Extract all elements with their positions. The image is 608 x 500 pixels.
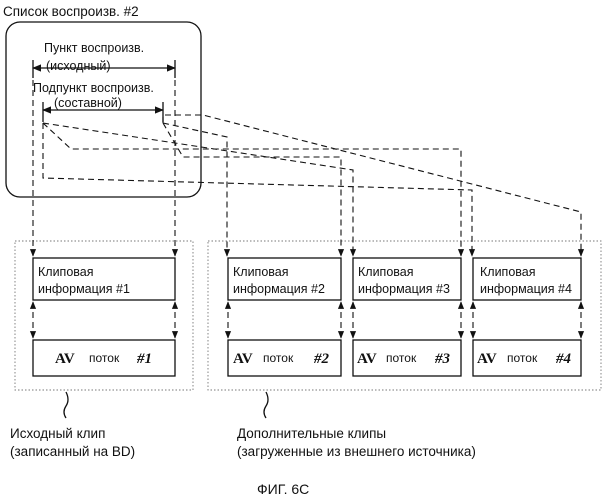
figure-caption: ФИГ. 6С <box>257 481 309 497</box>
clip-info-2-line1: Клиповая <box>233 265 289 279</box>
clip-info-1-line2: информация #1 <box>38 282 130 296</box>
source-clip-group <box>15 241 193 390</box>
av-stream-2-word: поток <box>263 351 294 365</box>
av-stream-3-word: поток <box>386 351 417 365</box>
av-stream-4-label: AV <box>477 351 497 367</box>
source-clip-caption-1: Исходный клип <box>10 426 105 441</box>
playitem-label-1: Пункт воспроизв. <box>44 41 144 55</box>
clip-info-2-line2: информация #2 <box>233 282 325 296</box>
clip-info-4-line1: Клиповая <box>480 265 536 279</box>
additional-clips-leader <box>264 392 268 418</box>
av-stream-3-label: AV <box>357 351 377 367</box>
av-stream-1-num: #1 <box>136 351 152 367</box>
av-stream-2-num: #2 <box>313 351 330 367</box>
clip-info-1-line1: Клиповая <box>38 265 94 279</box>
clip-info-3-line1: Клиповая <box>358 265 414 279</box>
playitem-label-2: (исходный) <box>46 59 111 73</box>
source-clip-leader <box>64 392 68 418</box>
av-stream-3-num: #3 <box>434 351 451 367</box>
clip-3: Клиповая информация #3 AV поток #3 <box>353 258 461 376</box>
clip-2: Клиповая информация #2 AV поток #2 <box>228 258 341 376</box>
additional-clips-caption-2: (загруженные из внешнего источника) <box>237 444 476 459</box>
source-clip-caption-2: (записанный на BD) <box>10 444 135 459</box>
clip-1: Клиповая информация #1 AV поток #1 <box>33 258 175 376</box>
av-stream-1-label: AV <box>55 351 75 367</box>
clip-info-4-line2: информация #4 <box>480 282 572 296</box>
av-stream-4-word: поток <box>507 351 538 365</box>
additional-clips-group <box>208 241 601 390</box>
clip-info-3-line2: информация #3 <box>358 282 450 296</box>
additional-clips-caption-1: Дополнительные клипы <box>237 426 386 441</box>
playlist-title: Список воспроизв. #2 <box>3 4 139 19</box>
subplayitem-label-1: Подпункт воспроизв. <box>33 81 154 95</box>
clip-4: Клиповая информация #4 AV поток #4 <box>473 258 581 376</box>
av-stream-2-label: AV <box>233 351 253 367</box>
av-stream-4-num: #4 <box>555 351 572 367</box>
subplayitem-label-2: (составной) <box>54 96 122 110</box>
av-stream-1-word: поток <box>89 351 120 365</box>
